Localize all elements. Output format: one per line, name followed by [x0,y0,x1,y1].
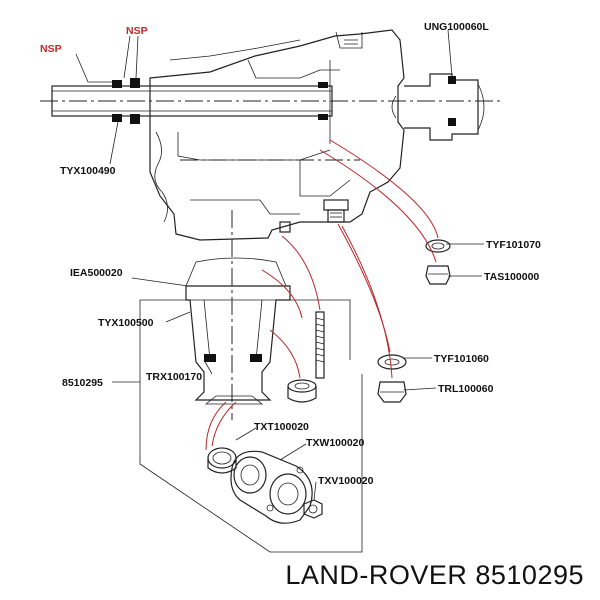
part-label-trx100170: TRX100170 [146,371,202,383]
part-label-tas100000: TAS100000 [484,271,539,283]
part-label-ung100060l: UNG100060L [424,21,489,33]
part-label-iea500020: IEA500020 [70,267,123,279]
part-label-txw100020: TXW100020 [306,437,365,449]
nsp-label-left: NSP [40,43,62,55]
washer-tyf101060 [377,354,407,370]
casing-plug [279,199,349,233]
seal-trx100170 [287,379,317,403]
part-label-tyx100500: TYX100500 [98,317,154,329]
brand-caption: LAND-ROVER 8510295 [285,560,584,590]
nut-txv100020 [303,499,323,519]
label-leaders [75,29,484,501]
red-leader-lines [205,139,439,451]
part-label-8510295: 8510295 [62,377,103,389]
part-label-tyx100490: TYX100490 [60,165,116,177]
part-label-trl100060: TRL100060 [438,383,494,395]
part-label-tyf101070: TYF101070 [486,239,541,251]
plug-trl100060 [377,381,407,403]
group-bracket [139,299,363,553]
part-label-tyf101060: TYF101060 [434,353,489,365]
part-label-txt100020: TXT100020 [254,421,309,433]
washer-tyf101070 [425,239,451,253]
nsp-label-top: NSP [126,25,148,37]
main-shaft [40,78,500,161]
plug-tas100000 [425,265,451,285]
flange-txw100020 [230,450,313,524]
transfer-case-housing [149,29,485,241]
part-label-txv100020: TXV100020 [318,475,374,487]
output-housing [185,210,325,420]
